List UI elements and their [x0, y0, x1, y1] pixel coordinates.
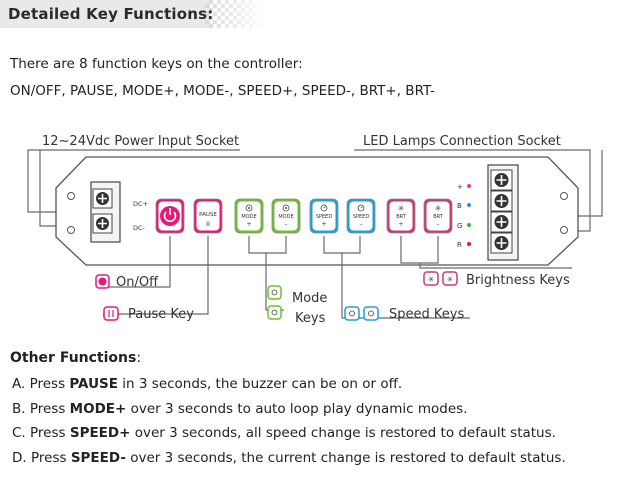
- brightness-icon: ✳: [398, 204, 405, 213]
- mode-minus-top: MODE: [278, 214, 293, 220]
- item-key: MODE+: [69, 401, 127, 417]
- svg-text:✳: ✳: [428, 275, 435, 284]
- mounting-hole-right-top: [560, 192, 568, 200]
- item-text: over 3 seconds, the current change is re…: [125, 450, 566, 466]
- other-function-item: B. Press MODE+ over 3 seconds to auto lo…: [12, 401, 468, 417]
- speed-callout-icons: [344, 306, 379, 321]
- mode-plus-top: MODE: [241, 214, 256, 220]
- pause-callout-label: Pause Key: [128, 307, 194, 322]
- brt-plus-top: BRT: [396, 214, 407, 220]
- mode-icon: [245, 204, 253, 212]
- brightness-callout-icons: ✳ ✳: [423, 271, 458, 286]
- controller-diagram: 12~24Vdc Power Input Socket LED Lamps Co…: [27, 134, 603, 326]
- channel-b-label: B: [457, 202, 462, 210]
- mode-callout-icons: [267, 285, 282, 320]
- channel-plus-label: +: [457, 183, 463, 191]
- other-function-item: A. Press PAUSE in 3 seconds, the buzzer …: [12, 376, 402, 392]
- power-socket-label: 12~24Vdc Power Input Socket: [42, 134, 239, 149]
- item-text: over 3 seconds to auto loop play dynamic…: [126, 401, 468, 417]
- intro-line-2: ON/OFF, PAUSE, MODE+, MODE-, SPEED+, SPE…: [10, 83, 435, 99]
- key-mode-minus[interactable]: MODE –: [271, 198, 301, 234]
- key-brt-plus[interactable]: ✳ BRT +: [386, 198, 416, 234]
- speed-minus-bottom: –: [360, 221, 363, 228]
- power-terminal-block: [90, 181, 121, 243]
- power-icon: [160, 206, 180, 226]
- other-function-item: D. Press SPEED- over 3 seconds, the curr…: [12, 450, 566, 466]
- item-key: SPEED-: [70, 450, 126, 466]
- mounting-hole-left-top: [67, 192, 75, 200]
- channel-b-dot: [467, 203, 471, 207]
- item-prefix: A. Press: [12, 376, 70, 392]
- key-speed-plus[interactable]: SPEED +: [309, 198, 339, 234]
- brt-minus-bottom: –: [437, 221, 440, 228]
- led-terminal-block: [487, 164, 519, 261]
- channel-plus-dot: [467, 184, 471, 188]
- mounting-hole-right-bottom: [560, 226, 568, 234]
- pause-key-top: PAUSE: [199, 212, 217, 218]
- header-decoration: [205, 0, 267, 28]
- onoff-callout-icon: [95, 274, 110, 289]
- dc-plus-label: DC+: [133, 200, 148, 208]
- speed-icon: [320, 204, 328, 212]
- other-functions-heading: Other Functions:: [10, 350, 141, 366]
- speed-icon: [357, 204, 365, 212]
- item-prefix: B. Press: [12, 401, 70, 417]
- channel-g-dot: [467, 223, 471, 227]
- svg-text:✳: ✳: [447, 275, 454, 284]
- speed-plus-bottom: +: [321, 221, 326, 228]
- header-bar: [0, 0, 210, 28]
- brightness-callout-label: Brightness Keys: [466, 273, 570, 288]
- mode-callout-line2: Keys: [295, 311, 326, 326]
- brt-minus-top: BRT: [433, 214, 444, 220]
- key-on-off[interactable]: [155, 198, 185, 234]
- channel-r-dot: [467, 242, 471, 246]
- other-functions-colon: :: [136, 350, 142, 366]
- speed-minus-top: SPEED: [353, 214, 370, 220]
- other-function-item: C. Press SPEED+ over 3 seconds, all spee…: [12, 425, 556, 441]
- speed-plus-top: SPEED: [316, 214, 333, 220]
- item-prefix: C. Press: [12, 425, 70, 441]
- mode-plus-bottom: +: [246, 221, 251, 228]
- item-text: in 3 seconds, the buzzer can be on or of…: [118, 376, 403, 392]
- brt-plus-bottom: +: [398, 221, 403, 228]
- other-functions-title: Other Functions: [10, 350, 137, 366]
- item-key: PAUSE: [69, 376, 119, 392]
- pause-callout-icon: [103, 306, 119, 321]
- item-prefix: D. Press: [12, 450, 71, 466]
- mode-callout-line1: Mode: [292, 291, 327, 306]
- pause-key-bottom: II: [206, 220, 210, 228]
- mounting-hole-left-bottom: [67, 226, 75, 234]
- item-text: over 3 seconds, all speed change is rest…: [130, 425, 556, 441]
- item-key: SPEED+: [69, 425, 131, 441]
- led-socket-label: LED Lamps Connection Socket: [363, 134, 561, 149]
- intro-line-1: There are 8 function keys on the control…: [10, 56, 303, 72]
- section-title: Detailed Key Functions:: [8, 5, 214, 23]
- dc-minus-label: DC-: [133, 224, 146, 232]
- mode-icon: [282, 204, 290, 212]
- mode-minus-bottom: –: [285, 221, 288, 228]
- key-brt-minus[interactable]: ✳ BRT –: [423, 198, 453, 234]
- section-header: Detailed Key Functions:: [0, 0, 268, 28]
- key-speed-minus[interactable]: SPEED –: [346, 198, 376, 234]
- brightness-icon: ✳: [435, 204, 442, 213]
- speed-callout-label: Speed Keys: [389, 307, 464, 322]
- key-pause[interactable]: PAUSE II: [193, 198, 223, 234]
- key-mode-plus[interactable]: MODE +: [234, 198, 264, 234]
- channel-r-label: R: [457, 241, 462, 249]
- channel-g-label: G: [457, 222, 462, 230]
- onoff-callout-label: On/Off: [116, 275, 159, 290]
